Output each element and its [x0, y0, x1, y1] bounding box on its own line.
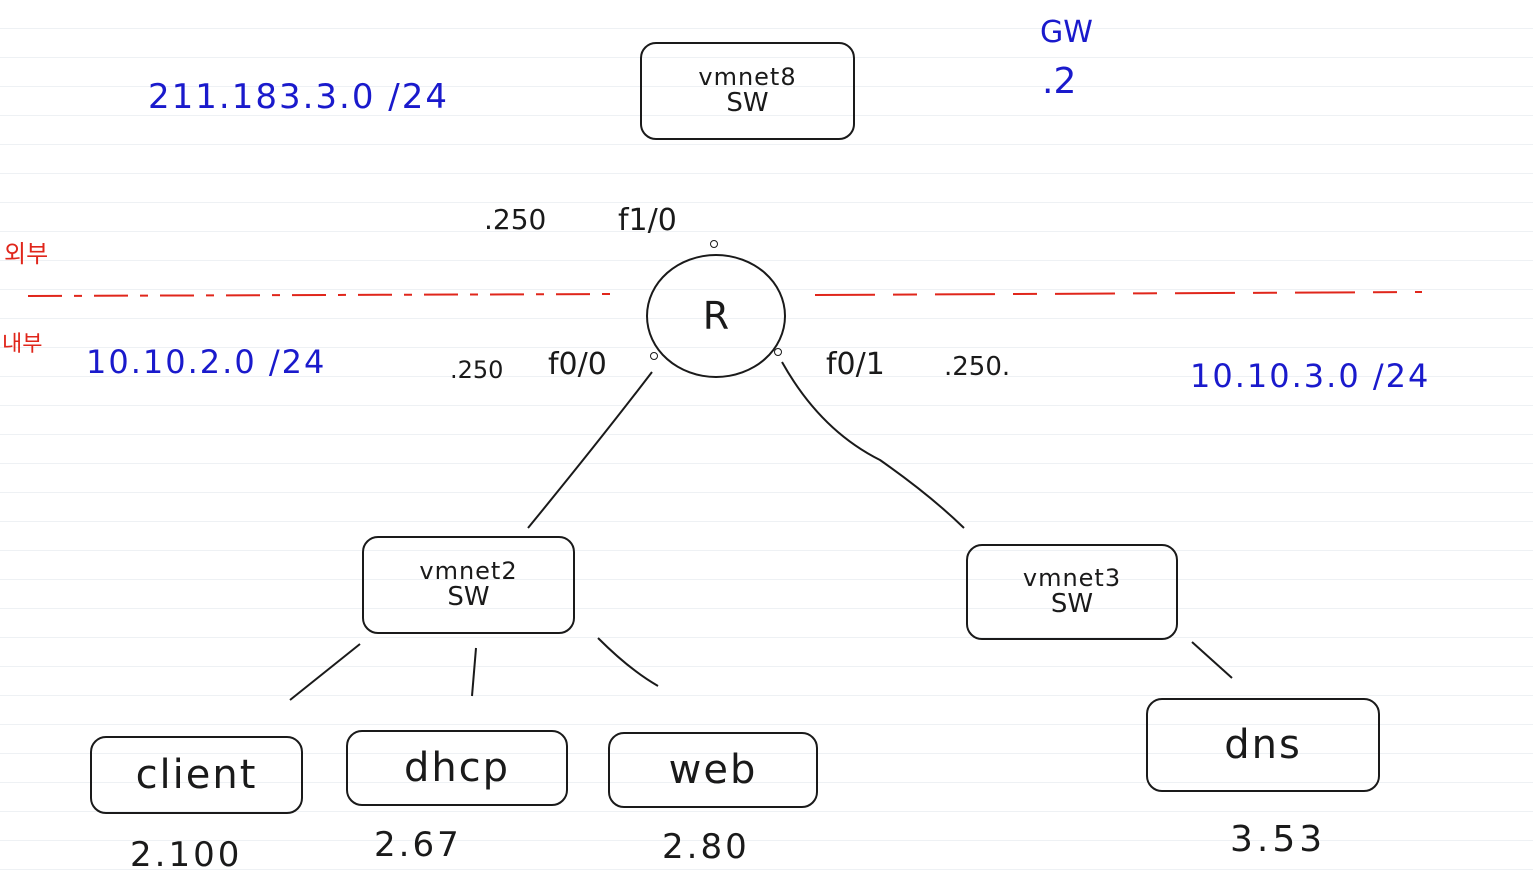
- host-web: web: [608, 732, 818, 808]
- zone-divider-left: [27, 293, 621, 297]
- zone-inside-label: 내부: [2, 332, 43, 357]
- router-outside-ip: .250: [484, 203, 547, 236]
- host-name: client: [135, 752, 258, 798]
- link-vmnet2-web: [597, 637, 659, 687]
- link-vmnet2-dhcp: [471, 647, 477, 697]
- vmnet8-switch: vmnet8 SW: [640, 42, 855, 140]
- router-left-port: f0/0: [548, 347, 607, 382]
- link-vmnet2-client: [289, 643, 361, 701]
- external-subnet-label: 211.183.3.0 /24: [148, 77, 450, 117]
- host-client: client: [90, 736, 303, 814]
- gateway-value: .2: [1042, 61, 1077, 102]
- link-router-vmnet2: [527, 371, 653, 529]
- host-dns: dns: [1146, 698, 1380, 792]
- host-ip-web: 2.80: [662, 827, 750, 867]
- host-ip-client: 2.100: [130, 835, 243, 875]
- host-ip-dns: 3.53: [1230, 819, 1327, 860]
- port-f0-1-dot: [774, 348, 782, 356]
- router-right-port: f0/1: [826, 347, 885, 382]
- vmnet3-switch: vmnet3 SW: [966, 544, 1178, 640]
- router-left-ip: .250: [450, 356, 504, 384]
- left-subnet-label: 10.10.2.0 /24: [86, 343, 327, 381]
- port-f1-0-dot: [710, 240, 718, 248]
- host-name: dhcp: [403, 745, 511, 791]
- zone-divider-right: [814, 291, 1423, 296]
- switch-type: SW: [726, 87, 769, 118]
- vmnet2-switch: vmnet2 SW: [362, 536, 575, 634]
- link-vmnet3-dns: [1191, 641, 1233, 679]
- host-name: web: [668, 747, 758, 793]
- switch-type: SW: [447, 581, 490, 612]
- switch-name: vmnet8: [698, 62, 797, 91]
- gateway-label: GW: [1040, 15, 1093, 50]
- switch-name: vmnet2: [419, 556, 518, 585]
- host-dhcp: dhcp: [346, 730, 568, 806]
- router-outside-port: f1/0: [618, 203, 677, 238]
- link-router-vmnet3: [781, 361, 965, 529]
- router: R: [646, 254, 786, 378]
- port-f0-0-dot: [650, 352, 658, 360]
- switch-type: SW: [1050, 588, 1094, 619]
- router-label: R: [702, 294, 730, 338]
- host-ip-dhcp: 2.67: [374, 825, 462, 865]
- switch-name: vmnet3: [1022, 563, 1122, 592]
- zone-outside-label: 외부: [4, 240, 49, 268]
- host-name: dns: [1224, 722, 1302, 768]
- router-right-ip: .250.: [944, 352, 1011, 382]
- right-subnet-label: 10.10.3.0 /24: [1190, 357, 1431, 395]
